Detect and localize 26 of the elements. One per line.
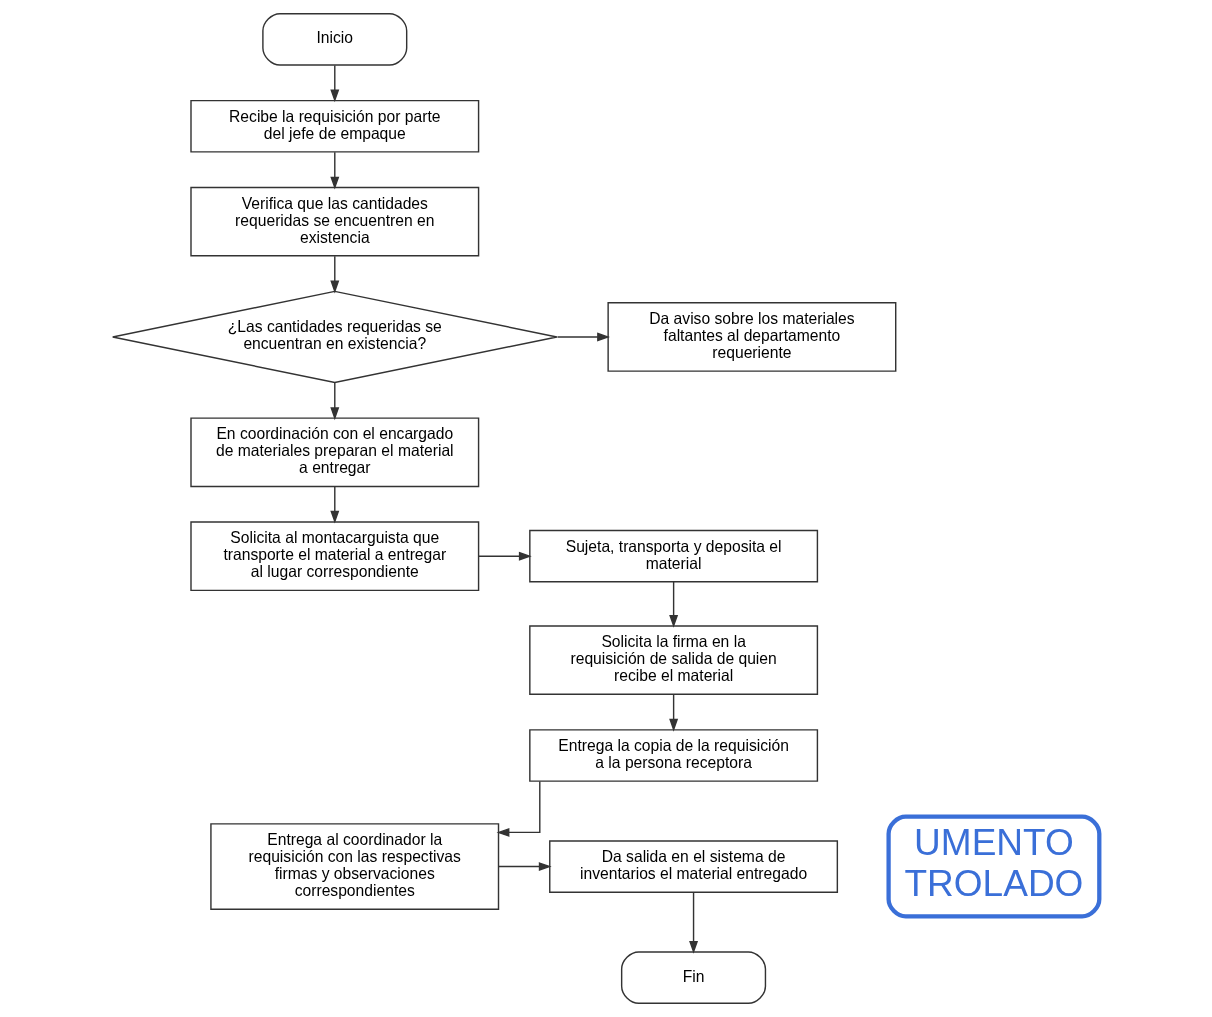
node-box: Recibe la requisición por parte del jefe de empaque: [190, 99, 480, 153]
arrow: [330, 486, 340, 524]
node-box: Entrega al coordinador la requisición con las respectivas firmas y observaciones correspondientes: [210, 823, 500, 910]
node-box: Solicita al montacarguista que transporte el material a entregar al lugar correspondiente: [190, 521, 480, 592]
arrow: [496, 780, 541, 837]
node-box: Sujeta, transporta y deposita el material: [529, 529, 819, 583]
node-box: Da aviso sobre los materiales faltantes al departamento requeriente: [607, 302, 897, 372]
node-diamond: ¿Las cantidades requeridas se encuentran en existencia?: [112, 290, 558, 384]
arrow: [689, 891, 699, 954]
arrow: [478, 551, 532, 561]
node-box: Entrega la copia de la requisición a la persona receptora: [529, 729, 819, 782]
node-box: Inicio: [262, 13, 408, 66]
arrow: [330, 381, 340, 421]
node-box: En coordinación con el encargado de materiales preparan el material a entregar: [190, 417, 480, 488]
arrow: [669, 693, 679, 732]
arrow: [669, 581, 679, 628]
arrow: [330, 64, 340, 103]
node-box: Da salida en el sistema de inventarios el material entregado: [549, 840, 839, 893]
label: UMENTO TROLADO: [904, 820, 1084, 905]
arrow: [330, 151, 340, 190]
arrow: [498, 862, 552, 872]
node-box: Fin: [620, 951, 767, 1004]
node-box: Verifica que las cantidades requeridas se encuentren en existencia: [190, 186, 480, 257]
arrow: [556, 332, 610, 342]
arrow: [330, 255, 340, 294]
node-box: Solicita la firma en la requisición de salida de quien recibe el material: [529, 625, 819, 695]
